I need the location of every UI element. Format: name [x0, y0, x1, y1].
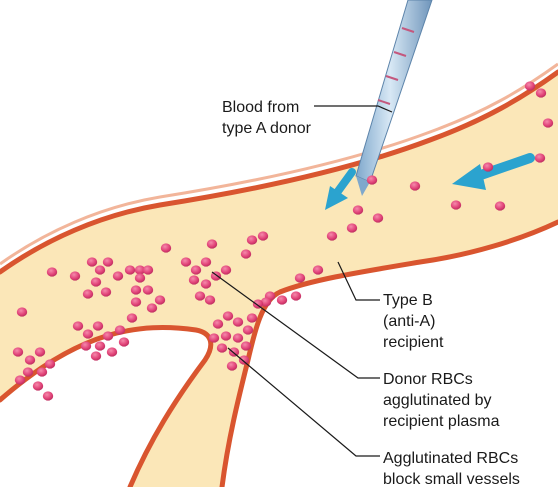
red-blood-cell-icon	[201, 279, 211, 288]
red-blood-cell-icon	[353, 205, 363, 214]
red-blood-cell-icon	[535, 153, 545, 162]
red-blood-cell-icon	[70, 271, 80, 280]
red-blood-cell-icon	[13, 347, 23, 356]
red-blood-cell-icon	[291, 291, 301, 300]
red-blood-cell-icon	[101, 287, 111, 296]
red-blood-cell-icon	[147, 303, 157, 312]
red-blood-cell-icon	[525, 81, 535, 90]
red-blood-cell-icon	[495, 201, 505, 210]
red-blood-cell-icon	[536, 88, 546, 97]
red-blood-cell-icon	[91, 277, 101, 286]
red-blood-cell-icon	[91, 351, 101, 360]
red-blood-cell-icon	[189, 275, 199, 284]
red-blood-cell-icon	[95, 265, 105, 274]
leader-line-small-vessels	[228, 348, 380, 456]
red-blood-cell-icon	[95, 341, 105, 350]
red-blood-cell-icon	[367, 175, 377, 184]
red-blood-cell-icon	[83, 289, 93, 298]
red-blood-cell-icon	[161, 243, 171, 252]
red-blood-cell-icon	[45, 359, 55, 368]
red-blood-cell-icon	[23, 367, 33, 376]
label-donor-rbcs: Donor RBCs agglutinated by recipient pla…	[383, 369, 500, 432]
red-blood-cell-icon	[253, 299, 263, 308]
red-blood-cell-icon	[47, 267, 57, 276]
red-blood-cell-icon	[373, 213, 383, 222]
red-blood-cell-icon	[543, 118, 553, 127]
red-blood-cell-icon	[233, 333, 243, 342]
red-blood-cell-icon	[213, 319, 223, 328]
red-blood-cell-icon	[33, 381, 43, 390]
red-blood-cell-icon	[83, 329, 93, 338]
red-blood-cell-icon	[347, 223, 357, 232]
red-blood-cell-icon	[143, 285, 153, 294]
red-blood-cell-icon	[205, 295, 215, 304]
red-blood-cell-icon	[37, 367, 47, 376]
label-recipient: Type B (anti-A) recipient	[383, 290, 443, 353]
red-blood-cell-icon	[103, 331, 113, 340]
red-blood-cell-icon	[135, 273, 145, 282]
red-blood-cell-icon	[451, 200, 461, 209]
red-blood-cell-icon	[217, 343, 227, 352]
red-blood-cell-icon	[258, 231, 268, 240]
red-blood-cell-icon	[410, 181, 420, 190]
red-blood-cell-icon	[127, 313, 137, 322]
red-blood-cell-icon	[247, 235, 257, 244]
red-blood-cell-icon	[81, 341, 91, 350]
red-blood-cell-icon	[239, 355, 249, 364]
red-blood-cell-icon	[277, 295, 287, 304]
red-blood-cell-icon	[15, 375, 25, 384]
red-blood-cell-icon	[327, 231, 337, 240]
label-small-vessels: Agglutinated RBCs block small vessels	[383, 448, 520, 487]
red-blood-cell-icon	[241, 341, 251, 350]
red-blood-cell-icon	[113, 271, 123, 280]
red-blood-cell-icon	[195, 291, 205, 300]
red-blood-cell-icon	[181, 257, 191, 266]
red-blood-cell-icon	[483, 162, 493, 171]
label-donor-blood: Blood from type A donor	[222, 97, 311, 139]
red-blood-cell-icon	[73, 321, 83, 330]
red-blood-cell-icon	[155, 295, 165, 304]
red-blood-cell-icon	[233, 317, 243, 326]
red-blood-cell-icon	[227, 361, 237, 370]
red-blood-cell-icon	[191, 265, 201, 274]
red-blood-cell-icon	[25, 355, 35, 364]
red-blood-cell-icon	[221, 265, 231, 274]
red-blood-cell-icon	[119, 337, 129, 346]
red-blood-cell-icon	[103, 257, 113, 266]
red-blood-cell-icon	[221, 331, 231, 340]
red-blood-cell-icon	[229, 347, 239, 356]
red-blood-cell-icon	[87, 257, 97, 266]
red-blood-cell-icon	[241, 249, 251, 258]
red-blood-cell-icon	[131, 285, 141, 294]
red-blood-cell-icon	[143, 265, 153, 274]
red-blood-cell-icon	[131, 297, 141, 306]
red-blood-cell-icon	[223, 311, 233, 320]
red-blood-cell-icon	[115, 325, 125, 334]
red-blood-cell-icon	[207, 239, 217, 248]
red-blood-cell-icon	[43, 391, 53, 400]
red-blood-cell-icon	[201, 257, 211, 266]
red-blood-cell-icon	[35, 347, 45, 356]
red-blood-cell-icon	[93, 321, 103, 330]
red-blood-cell-icon	[247, 313, 257, 322]
red-blood-cell-icon	[107, 347, 117, 356]
red-blood-cell-icon	[125, 265, 135, 274]
red-blood-cell-icon	[17, 307, 27, 316]
red-blood-cell-icon	[209, 333, 219, 342]
red-blood-cell-icon	[243, 325, 253, 334]
red-blood-cell-icon	[313, 265, 323, 274]
red-blood-cell-icon	[295, 273, 305, 282]
